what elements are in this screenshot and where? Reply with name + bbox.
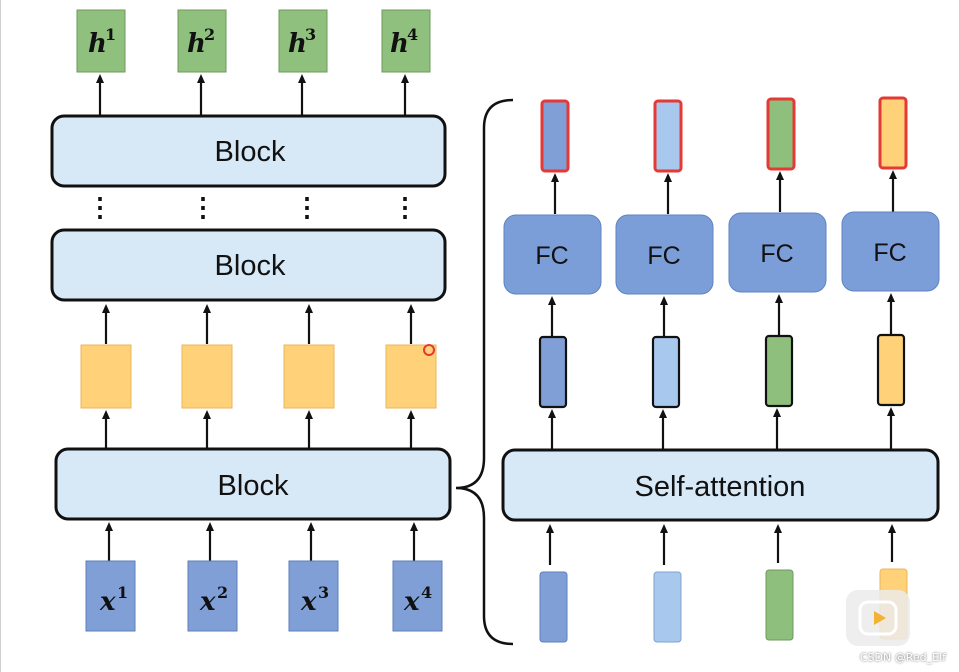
arrows-block-to-outputs xyxy=(96,74,409,115)
fc-4: FC xyxy=(841,211,940,292)
block-output-1 xyxy=(540,99,570,173)
block-input-2 xyxy=(653,571,682,643)
arrows-fc-to-outputs xyxy=(551,170,897,214)
input-x-1: x 1 xyxy=(85,560,136,632)
output-h-2-index: 2 xyxy=(204,25,215,44)
input-x-2-symbol: x xyxy=(199,587,216,617)
input-x-3-index: 3 xyxy=(318,583,329,602)
arrows-block-to-hidden xyxy=(102,410,415,448)
attention-output-1 xyxy=(538,335,568,409)
attention-output-vectors xyxy=(538,333,906,409)
output-h-3-symbol: h xyxy=(288,29,307,59)
fc-1-label: FC xyxy=(535,242,568,270)
ellipsis-4: ⋮ xyxy=(392,192,418,222)
fc-2-label: FC xyxy=(647,242,680,270)
input-x-4: x 4 xyxy=(392,560,443,632)
attention-output-4 xyxy=(876,333,906,407)
block-output-4 xyxy=(878,96,908,170)
block-bottom-label: Block xyxy=(218,470,289,502)
expansion-brace xyxy=(455,98,514,646)
block-output-vectors xyxy=(540,96,908,173)
block-output-3 xyxy=(766,97,796,171)
input-x-4-index: 4 xyxy=(421,583,432,602)
video-play-badge[interactable] xyxy=(846,590,910,646)
fc-1: FC xyxy=(503,214,602,295)
ellipsis-2: ⋮ xyxy=(190,192,216,222)
block-bottom: Block xyxy=(54,447,452,521)
stack-ellipsis: ⋮ ⋮ ⋮ ⋮ xyxy=(87,192,418,222)
block-middle-label: Block xyxy=(215,250,286,282)
self-attention-label: Self-attention xyxy=(635,471,806,503)
output-h-2: h 2 xyxy=(177,9,227,73)
fc-4-label: FC xyxy=(873,239,906,267)
input-x-1-index: 1 xyxy=(117,583,128,602)
output-h-1: h 1 xyxy=(76,9,126,73)
input-x-1-symbol: x xyxy=(99,587,116,617)
ellipsis-1: ⋮ xyxy=(87,192,113,222)
block-input-3 xyxy=(765,569,794,641)
input-x-4-symbol: x xyxy=(403,587,420,617)
input-x-3: x 3 xyxy=(288,560,339,632)
input-x-3-symbol: x xyxy=(300,587,317,617)
self-attention-layer: Self-attention xyxy=(501,448,940,522)
hidden-vector-3 xyxy=(283,344,335,409)
output-h-4: h 4 xyxy=(381,9,431,73)
attention-output-2 xyxy=(651,335,681,409)
output-h-4-symbol: h xyxy=(390,29,409,59)
input-x-2: x 2 xyxy=(187,560,238,632)
fc-3: FC xyxy=(728,212,827,293)
hidden-vector-2 xyxy=(181,344,233,409)
hidden-vectors xyxy=(80,344,437,409)
watermark-text: CSDN @Red_Elf xyxy=(859,651,946,664)
attention-output-3 xyxy=(764,334,794,408)
output-h-2-symbol: h xyxy=(187,29,206,59)
arrows-vectors-to-fc xyxy=(548,293,895,336)
output-h-3: h 3 xyxy=(278,9,328,73)
arrows-inputs-to-attention xyxy=(546,524,896,565)
fc-3-label: FC xyxy=(760,240,793,268)
block-output-2 xyxy=(653,99,683,173)
output-h-1-index: 1 xyxy=(105,25,116,44)
arrows-inputs-to-block xyxy=(105,522,418,561)
block-top: Block xyxy=(50,114,447,188)
block-top-label: Block xyxy=(215,136,286,168)
arrows-hidden-to-block xyxy=(102,304,415,344)
ellipsis-3: ⋮ xyxy=(294,192,320,222)
arrows-attention-to-vectors xyxy=(548,407,895,449)
input-x-2-index: 2 xyxy=(217,583,228,602)
block-input-1 xyxy=(539,571,568,643)
block-middle: Block xyxy=(50,228,447,302)
output-h-4-index: 4 xyxy=(407,25,418,44)
fc-2: FC xyxy=(615,214,714,295)
hidden-vector-1 xyxy=(80,344,132,409)
output-h-3-index: 3 xyxy=(305,25,316,44)
output-h-1-symbol: h xyxy=(88,29,107,59)
cursor-marker xyxy=(423,344,435,356)
play-icon xyxy=(858,600,898,636)
